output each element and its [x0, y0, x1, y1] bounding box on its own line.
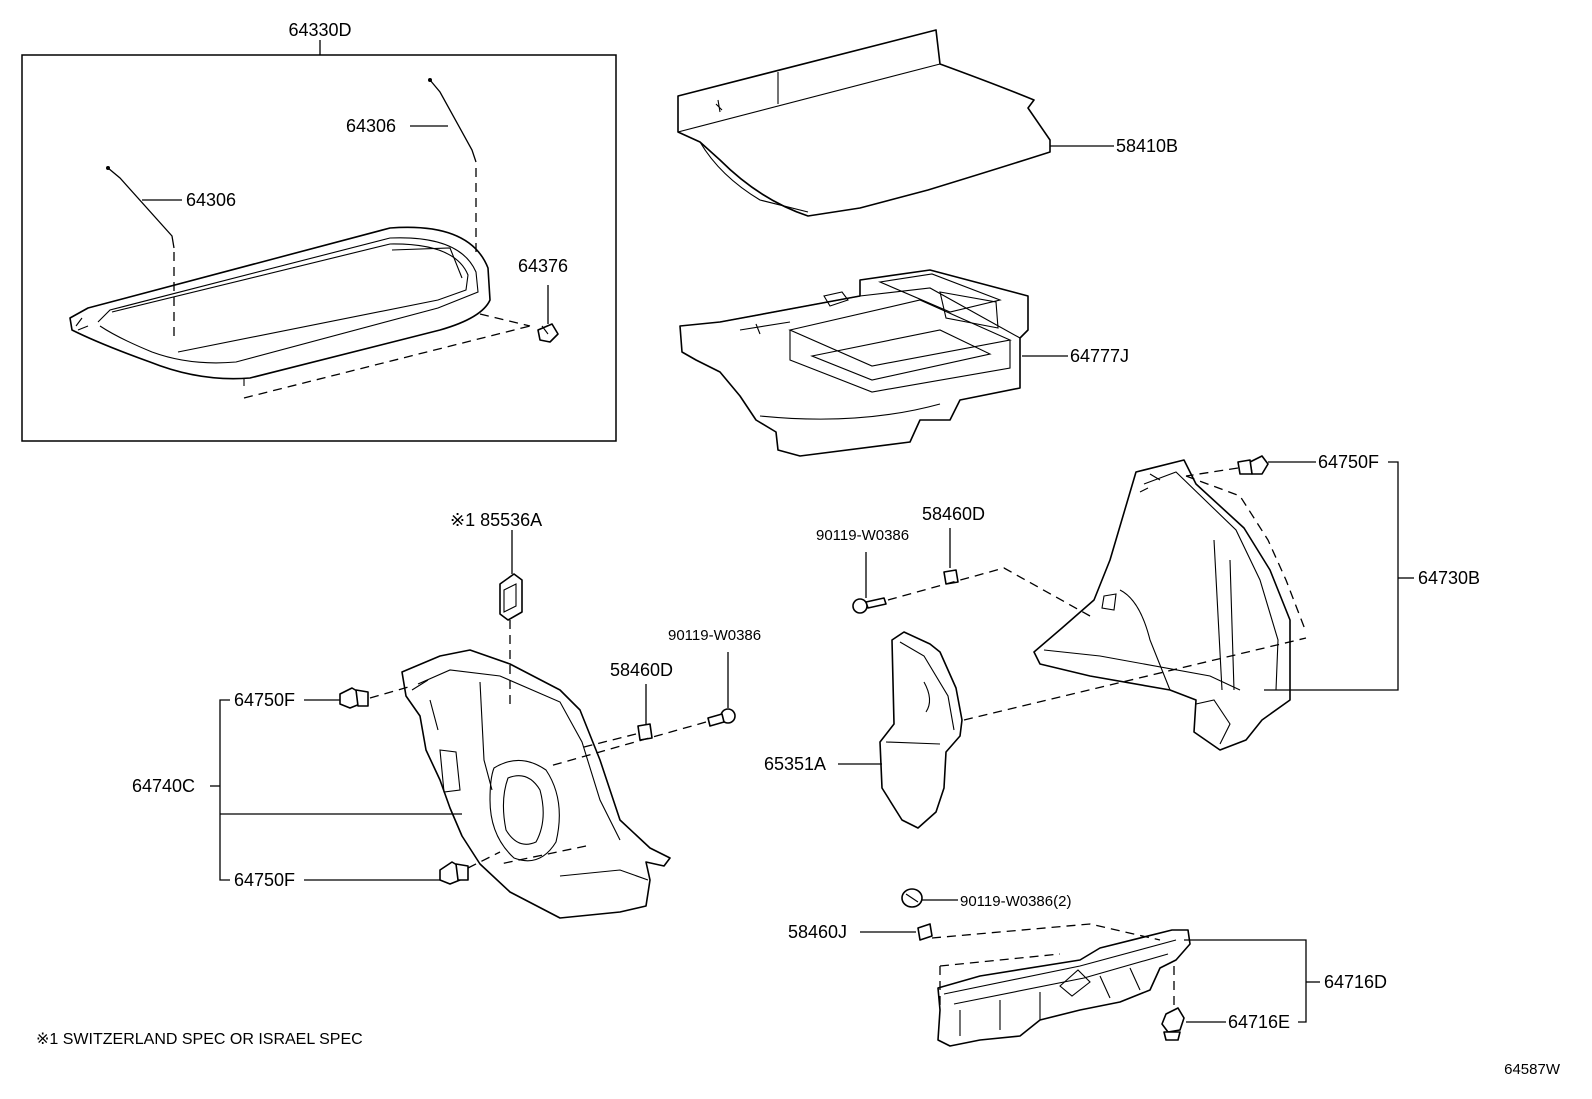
- label-64730b[interactable]: 64730B: [1418, 568, 1480, 588]
- right-side-trim-group: 64750F 64730B 90119-W0386 58460D: [816, 452, 1480, 751]
- duct-panel-group: 65351A: [764, 631, 963, 829]
- luggage-mat-group: 58410B: [677, 29, 1178, 217]
- clip-nut-58460j-icon[interactable]: [917, 923, 933, 941]
- label-64750f-right[interactable]: 64750F: [1318, 452, 1379, 472]
- assembly-frame: [21, 54, 617, 442]
- bolt-90119-right-icon[interactable]: [852, 597, 887, 614]
- part-85536a-icon[interactable]: [499, 573, 523, 621]
- label-64716d[interactable]: 64716D: [1324, 972, 1387, 992]
- right-quarter-trim[interactable]: [1033, 459, 1291, 751]
- footnote-text: ※1 SWITZERLAND SPEC OR ISRAEL SPEC: [36, 1031, 363, 1048]
- diagram-code: 64587W: [1504, 1061, 1561, 1078]
- clip-nut-58460d-right-icon[interactable]: [943, 569, 959, 585]
- luggage-mat[interactable]: [677, 29, 1051, 217]
- clip-64750f-left-bottom-icon[interactable]: [439, 861, 469, 885]
- package-tray-assembly-group: 64330D 64306 64306 64376: [21, 20, 617, 442]
- clip-64716e-icon[interactable]: [1161, 1007, 1185, 1041]
- package-tray-panel[interactable]: [69, 226, 491, 380]
- rear-sill-plate[interactable]: [937, 929, 1191, 1047]
- bolt-90119-left-icon[interactable]: [707, 708, 736, 727]
- label-64740c[interactable]: 64740C: [132, 776, 195, 796]
- label-64750f-left-bottom[interactable]: 64750F: [234, 870, 295, 890]
- label-85536a[interactable]: ※1 85536A: [450, 510, 542, 530]
- bolt-90119-bottom-icon[interactable]: [901, 888, 923, 908]
- label-64306-upper[interactable]: 64306: [346, 116, 396, 136]
- clip-64750f-right-icon[interactable]: [1237, 455, 1269, 475]
- support-strap-left[interactable]: [107, 167, 175, 249]
- clip-64750f-left-top-icon[interactable]: [339, 687, 369, 709]
- label-90119-bottom[interactable]: 90119-W0386(2): [960, 893, 1071, 910]
- label-58460j[interactable]: 58460J: [788, 922, 847, 942]
- label-90119-left[interactable]: 90119-W0386: [668, 627, 761, 644]
- label-58460d-right[interactable]: 58460D: [922, 504, 985, 524]
- label-64330d[interactable]: 64330D: [288, 20, 351, 40]
- label-64376[interactable]: 64376: [518, 256, 568, 276]
- deck-box-group: 64777J: [679, 269, 1129, 457]
- clip-64376-icon[interactable]: [537, 323, 559, 343]
- deck-box[interactable]: [679, 269, 1029, 457]
- duct-panel[interactable]: [879, 631, 963, 829]
- label-64716e[interactable]: 64716E: [1228, 1012, 1290, 1032]
- label-58460d-left[interactable]: 58460D: [610, 660, 673, 680]
- rear-sill-group: 90119-W0386(2) 58460J 64716E 64716D: [788, 888, 1387, 1047]
- label-64750f-left-top[interactable]: 64750F: [234, 690, 295, 710]
- support-strap-right[interactable]: [429, 79, 477, 163]
- label-90119-right[interactable]: 90119-W0386: [816, 527, 909, 544]
- label-65351a[interactable]: 65351A: [764, 754, 826, 774]
- clip-nut-58460d-left-icon[interactable]: [637, 723, 653, 741]
- label-58410b[interactable]: 58410B: [1116, 136, 1178, 156]
- label-64777j[interactable]: 64777J: [1070, 346, 1129, 366]
- label-64306-lower[interactable]: 64306: [186, 190, 236, 210]
- left-side-trim-group: ※1 85536A 64750F 64750F 64740C 58460D: [132, 510, 761, 919]
